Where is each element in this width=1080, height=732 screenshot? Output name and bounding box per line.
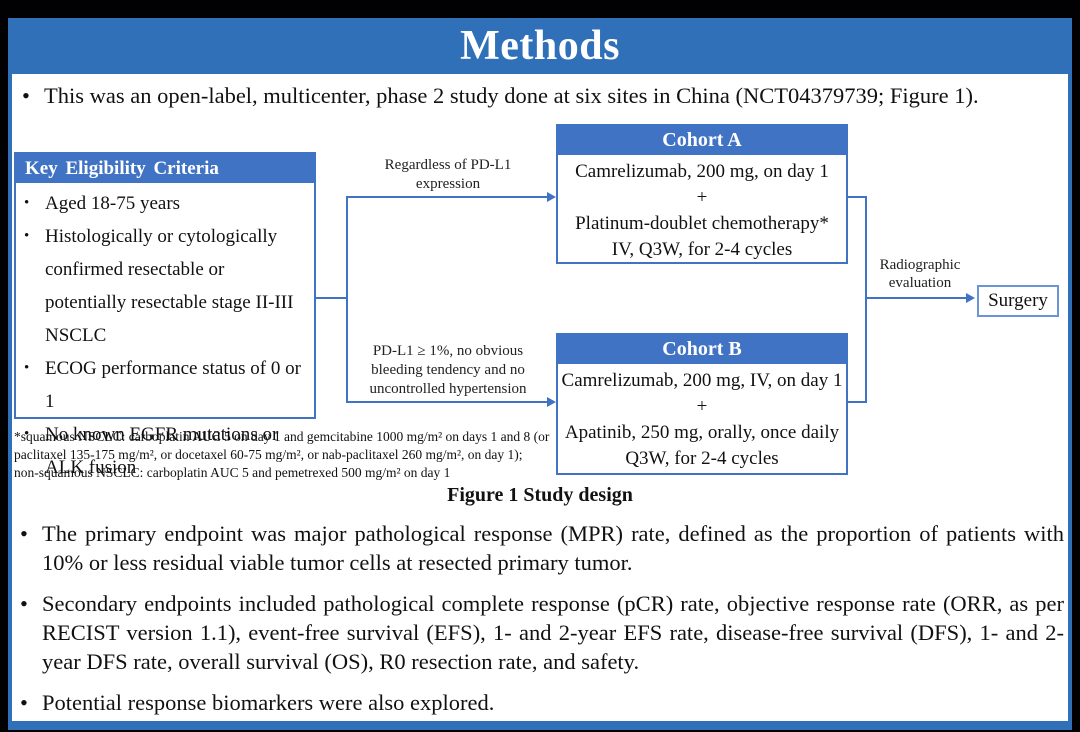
arrowhead-cohort-b-icon <box>547 396 556 407</box>
connector-cohort-a-out-line <box>848 196 867 198</box>
eligibility-item: No known EGFR mutations or ALK fusion <box>16 418 314 484</box>
eligibility-box: Key Eligibility Criteria Aged 18-75 year… <box>14 152 316 478</box>
connector-arrow-to-cohort-b <box>346 401 547 403</box>
eligibility-item: Histologically or cytologically confirme… <box>16 220 314 352</box>
endpoints-section: The primary endpoint was major pathologi… <box>18 519 1064 729</box>
surgery-label: Surgery <box>988 290 1048 311</box>
cohort-b-line: Camrelizumab, 200 mg, IV, on day 1 <box>561 370 843 391</box>
figure-footnote: *squamous NSCLC: carboplatin AUC 5 on da… <box>14 429 550 480</box>
cohort-b-line: Apatinib, 250 mg, orally, once daily <box>564 422 840 443</box>
title-bar: Methods <box>8 18 1072 74</box>
cohort-a-line: Camrelizumab, 200 mg, on day 1 <box>575 161 829 182</box>
eligibility-item: ECOG performance status of 0 or 1 <box>16 352 314 418</box>
cohort-b-box: Cohort B Camrelizumab, 200 mg, IV, on da… <box>556 333 848 475</box>
connector-arrow-to-cohort-a <box>346 196 547 198</box>
eligibility-item: Aged 18-75 years <box>16 187 314 220</box>
endpoint-bullet-secondary: Secondary endpoints included pathologica… <box>18 589 1064 676</box>
eligibility-list: Aged 18-75 years Histologically or cytol… <box>16 183 314 484</box>
cohort-b-line: + <box>696 396 708 417</box>
connector-arrow-to-surgery <box>865 297 968 299</box>
cohort-a-line: + <box>696 187 708 208</box>
branch-label-top: Regardless of PD-L1 expression <box>384 157 512 192</box>
cohort-a-header: Cohort A <box>558 126 846 155</box>
radiographic-evaluation-label: Radiographic evaluation <box>879 257 961 291</box>
connector-right-vertical-line <box>865 196 867 403</box>
endpoint-bullet-biomarkers: Potential response biomarkers were also … <box>18 688 1064 717</box>
cohort-a-body: Camrelizumab, 200 mg, on day 1 + Platinu… <box>558 155 846 263</box>
connector-cohort-b-out-line <box>848 401 867 403</box>
cohort-a-line: IV, Q3W, for 2-4 cycles <box>611 239 793 260</box>
cohort-a-line: Platinum-doublet chemotherapy* <box>575 213 829 234</box>
cohort-a-box: Cohort A Camrelizumab, 200 mg, on day 1 … <box>556 124 848 264</box>
connector-left-vertical-line <box>346 196 348 403</box>
endpoint-bullet-primary: The primary endpoint was major pathologi… <box>18 519 1064 577</box>
arrowhead-cohort-a-icon <box>547 191 556 202</box>
surgery-box: Surgery <box>977 285 1059 317</box>
page-title: Methods <box>460 23 620 69</box>
arrowhead-surgery-icon <box>966 292 975 303</box>
cohort-b-body: Camrelizumab, 200 mg, IV, on day 1 + Apa… <box>558 364 846 472</box>
eligibility-header: Key Eligibility Criteria <box>16 154 314 183</box>
cohort-b-header: Cohort B <box>558 335 846 364</box>
connector-stem-line <box>316 297 348 299</box>
branch-label-bottom: PD-L1 ≥ 1%, no obvious bleeding tendency… <box>369 343 527 397</box>
figure-caption: Figure 1 Study design <box>447 484 633 506</box>
cohort-b-line: Q3W, for 2-4 cycles <box>625 448 779 469</box>
intro-bullet: This was an open-label, multicenter, pha… <box>20 82 1078 110</box>
